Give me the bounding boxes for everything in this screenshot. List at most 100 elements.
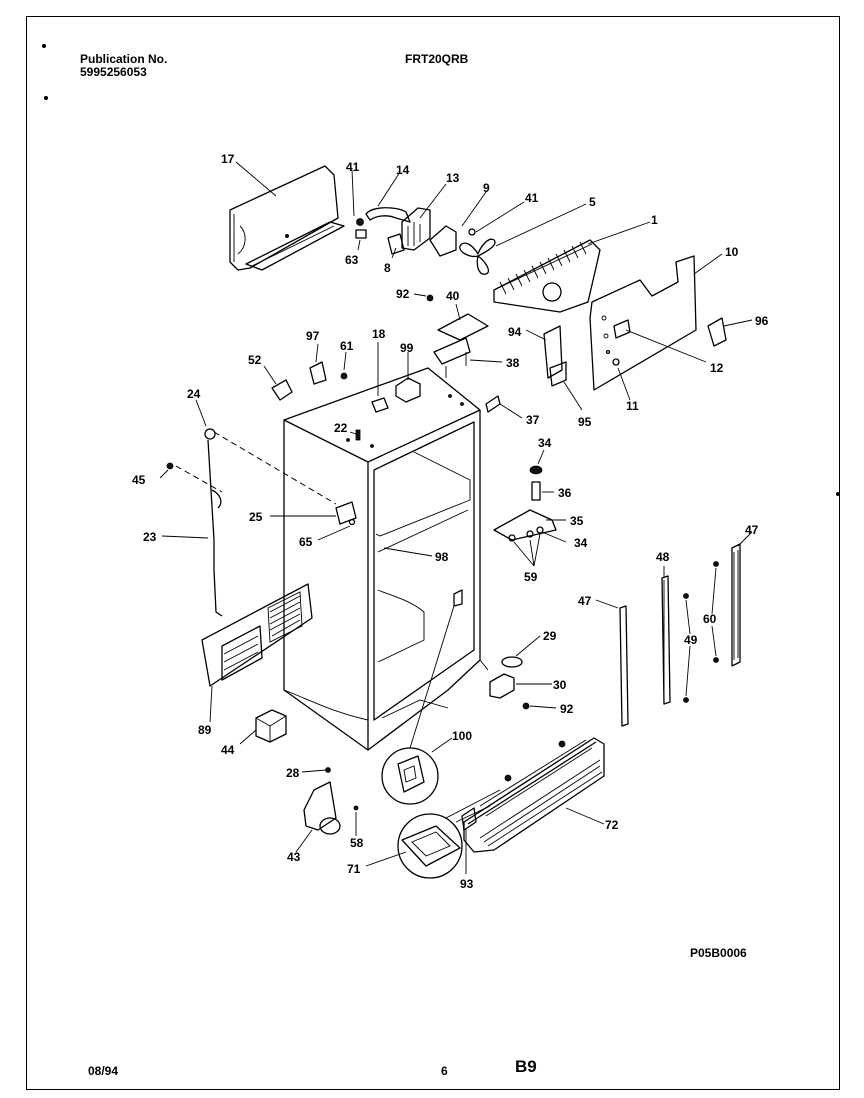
callout-23: 23	[143, 530, 157, 544]
footer-section: B9	[515, 1057, 537, 1076]
callout-37: 37	[526, 413, 540, 427]
strip-48	[661, 575, 671, 705]
callout-24: 24	[187, 387, 201, 401]
footer-page-number: 6	[441, 1064, 448, 1078]
rear-panel-10	[589, 255, 697, 391]
strip-47	[733, 550, 739, 660]
screw-49	[683, 593, 689, 599]
callout-18: 18	[372, 327, 386, 341]
screw-45	[166, 462, 174, 470]
callout-92: 92	[560, 702, 574, 716]
callout-45: 45	[132, 473, 146, 487]
cold-control-capillary-23-24	[204, 428, 223, 617]
callout-93: 93	[460, 877, 474, 891]
callout-34: 34	[538, 436, 552, 450]
registration-mark	[836, 492, 840, 496]
evaporator-cover-17	[229, 165, 345, 271]
callout-41: 41	[346, 160, 360, 174]
callout-13: 13	[446, 171, 460, 185]
callout-40: 40	[446, 289, 460, 303]
callout-36: 36	[558, 486, 572, 500]
hinge-parts-29-30-92	[489, 656, 530, 710]
detail-71	[397, 789, 501, 879]
callout-65: 65	[299, 535, 313, 549]
evaporator-1	[493, 239, 601, 313]
assembly-path	[175, 465, 223, 493]
fan-motor-bracket-13	[387, 207, 431, 255]
callout-41: 41	[525, 191, 539, 205]
strip-47	[731, 543, 741, 667]
callout-1: 1	[651, 213, 658, 227]
callout-47: 47	[745, 523, 759, 537]
fan-blade-5	[459, 238, 496, 275]
callout-11: 11	[626, 399, 639, 413]
damper-94-95	[543, 325, 567, 387]
callout-30: 30	[553, 678, 567, 692]
bracket-14	[365, 207, 411, 223]
callout-43: 43	[287, 850, 301, 864]
thermostat-parts	[271, 361, 421, 413]
callout-92: 92	[396, 287, 410, 301]
callout-44: 44	[221, 743, 235, 757]
publication-number: 5995256053	[80, 65, 147, 79]
bracket-25-65	[335, 501, 357, 526]
callout-28: 28	[286, 766, 300, 780]
callout-14: 14	[396, 163, 410, 177]
callout-25: 25	[249, 510, 263, 524]
callout-59: 59	[524, 570, 538, 584]
control-panel-89	[201, 583, 313, 687]
callout-48: 48	[656, 550, 670, 564]
footer-date: 08/94	[88, 1064, 119, 1078]
callout-9: 9	[483, 181, 490, 195]
page-border	[26, 16, 840, 1090]
callout-47: 47	[578, 594, 592, 608]
block-44	[255, 709, 287, 743]
leader-lines	[159, 161, 753, 874]
detail-100	[381, 605, 455, 805]
fan-motor-9	[429, 225, 476, 257]
callout-100: 100	[452, 729, 472, 743]
screw-41-63	[355, 218, 367, 239]
callout-8: 8	[384, 261, 391, 275]
cabinet-liner	[283, 367, 489, 751]
callout-5: 5	[589, 195, 596, 209]
tube-37	[485, 395, 501, 413]
diffuser-40	[426, 294, 489, 378]
model-number: FRT20QRB	[405, 52, 469, 66]
callout-61: 61	[340, 339, 354, 353]
screw-60	[713, 657, 719, 663]
callout-94: 94	[508, 325, 522, 339]
callout-63: 63	[345, 253, 359, 267]
publication-label: Publication No.	[80, 52, 168, 66]
callout-12: 12	[710, 361, 724, 375]
callout-60: 60	[703, 612, 717, 626]
callout-58: 58	[350, 836, 364, 850]
clip-96	[707, 317, 727, 347]
toe-grille-72	[463, 737, 605, 853]
callout-71: 71	[347, 862, 361, 876]
callout-97: 97	[306, 329, 320, 343]
callout-99: 99	[400, 341, 414, 355]
callout-35: 35	[570, 514, 584, 528]
callout-22: 22	[334, 421, 348, 435]
callout-34: 34	[574, 536, 588, 550]
callout-labels: 17 41 14 13 9 41 5 1 10 63 8 92 40 94 96…	[132, 152, 769, 891]
callout-96: 96	[755, 314, 769, 328]
callout-49: 49	[684, 633, 698, 647]
screw-60	[713, 561, 719, 567]
registration-mark	[44, 96, 48, 100]
diagram-code: P05B0006	[690, 946, 747, 960]
registration-mark	[42, 44, 46, 48]
strip-47	[619, 605, 629, 727]
assembly-path	[213, 431, 337, 505]
hinge-parts-34-36-35	[493, 465, 557, 542]
callout-17: 17	[221, 152, 235, 166]
callout-89: 89	[198, 723, 212, 737]
callout-52: 52	[248, 353, 262, 367]
callout-72: 72	[605, 818, 619, 832]
roller-assembly-43	[303, 767, 359, 835]
callout-10: 10	[725, 245, 739, 259]
screw-49	[683, 697, 689, 703]
